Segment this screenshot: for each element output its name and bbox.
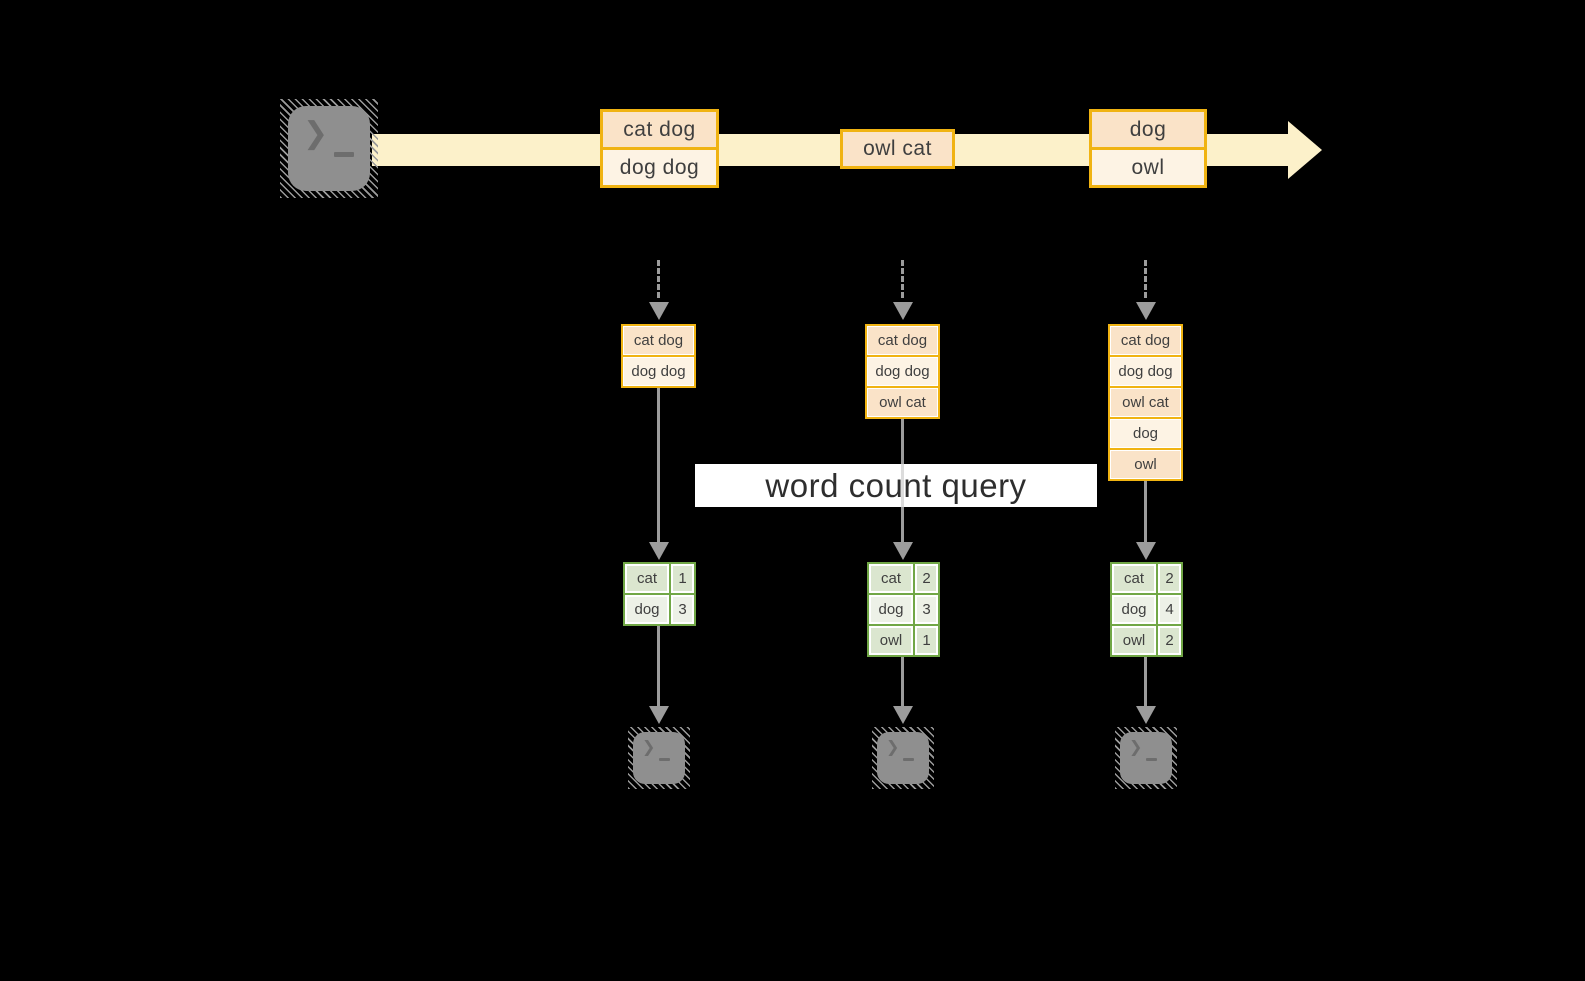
- count-word-cell: cat: [869, 564, 913, 593]
- state-cell: dog dog: [867, 357, 938, 386]
- count-word-cell: cat: [1112, 564, 1156, 593]
- dashed-arrow-line: [901, 260, 904, 298]
- count-word-cell: dog: [869, 595, 913, 624]
- terminal-body: ❯: [633, 732, 685, 784]
- count-word-cell: cat: [625, 564, 669, 593]
- count-value-cell: 1: [671, 564, 694, 593]
- state-cell: cat dog: [623, 326, 694, 355]
- terminal-body: ❯: [288, 106, 370, 191]
- terminal-prompt-glyph: ❯: [1129, 739, 1143, 756]
- state-cell: owl cat: [1110, 388, 1181, 417]
- count-value-cell: 3: [915, 595, 938, 624]
- count-value-cell: 3: [671, 595, 694, 624]
- count-value-cell: 2: [1158, 626, 1181, 655]
- arrow-head-icon: [893, 542, 913, 560]
- arrow-head-icon: [893, 706, 913, 724]
- source-terminal-icon: ❯: [280, 99, 378, 198]
- state-cell: cat dog: [867, 326, 938, 355]
- arrow-line: [901, 657, 904, 706]
- terminal-prompt-glyph: ❯: [303, 117, 329, 150]
- count-word-cell: dog: [625, 595, 669, 624]
- state-cell: owl: [1110, 450, 1181, 479]
- terminal-cursor-glyph: [903, 758, 914, 761]
- stream-event-box: owl cat: [840, 129, 955, 169]
- dashed-arrow-line: [1144, 260, 1147, 298]
- arrow-line: [1144, 657, 1147, 706]
- stream-event-cell: dog: [1092, 112, 1204, 147]
- terminal-body: ❯: [1120, 732, 1172, 784]
- count-word-cell: owl: [1112, 626, 1156, 655]
- arrow-line: [657, 626, 660, 706]
- query-banner-label: word count query: [765, 466, 1027, 504]
- count-value-cell: 2: [1158, 564, 1181, 593]
- stream-event-cell: cat dog: [603, 112, 716, 147]
- count-value-cell: 2: [915, 564, 938, 593]
- sink-terminal-icon: ❯: [628, 727, 690, 789]
- dashed-arrow-line: [657, 260, 660, 298]
- count-word-cell: owl: [869, 626, 913, 655]
- terminal-prompt-glyph: ❯: [642, 739, 656, 756]
- arrow-line: [1144, 481, 1147, 542]
- dashed-arrow-head-icon: [649, 302, 669, 320]
- count-word-cell: dog: [1112, 595, 1156, 624]
- sink-terminal-icon: ❯: [872, 727, 934, 789]
- count-value-cell: 1: [915, 626, 938, 655]
- terminal-cursor-glyph: [659, 758, 670, 761]
- dashed-arrow-head-icon: [893, 302, 913, 320]
- state-cell: owl cat: [867, 388, 938, 417]
- stream-timeline-arrowhead-icon: [1288, 121, 1322, 179]
- terminal-body: ❯: [877, 732, 929, 784]
- arrow-head-icon: [649, 542, 669, 560]
- arrow-head-icon: [1136, 542, 1156, 560]
- arrow-head-icon: [649, 706, 669, 724]
- query-banner: word count query: [695, 464, 1097, 507]
- dashed-arrow-head-icon: [1136, 302, 1156, 320]
- arrow-line-through-banner: [901, 464, 904, 507]
- sink-terminal-icon: ❯: [1115, 727, 1177, 789]
- arrow-head-icon: [1136, 706, 1156, 724]
- terminal-cursor-glyph: [1146, 758, 1157, 761]
- stream-event-cell: owl cat: [843, 132, 952, 166]
- stream-event-cell: owl: [1092, 150, 1204, 185]
- state-cell: cat dog: [1110, 326, 1181, 355]
- arrow-line: [657, 388, 660, 542]
- state-cell: dog dog: [1110, 357, 1181, 386]
- state-cell: dog dog: [623, 357, 694, 386]
- terminal-cursor-glyph: [334, 152, 354, 157]
- count-value-cell: 4: [1158, 595, 1181, 624]
- state-cell: dog: [1110, 419, 1181, 448]
- terminal-prompt-glyph: ❯: [886, 739, 900, 756]
- stream-event-cell: dog dog: [603, 150, 716, 185]
